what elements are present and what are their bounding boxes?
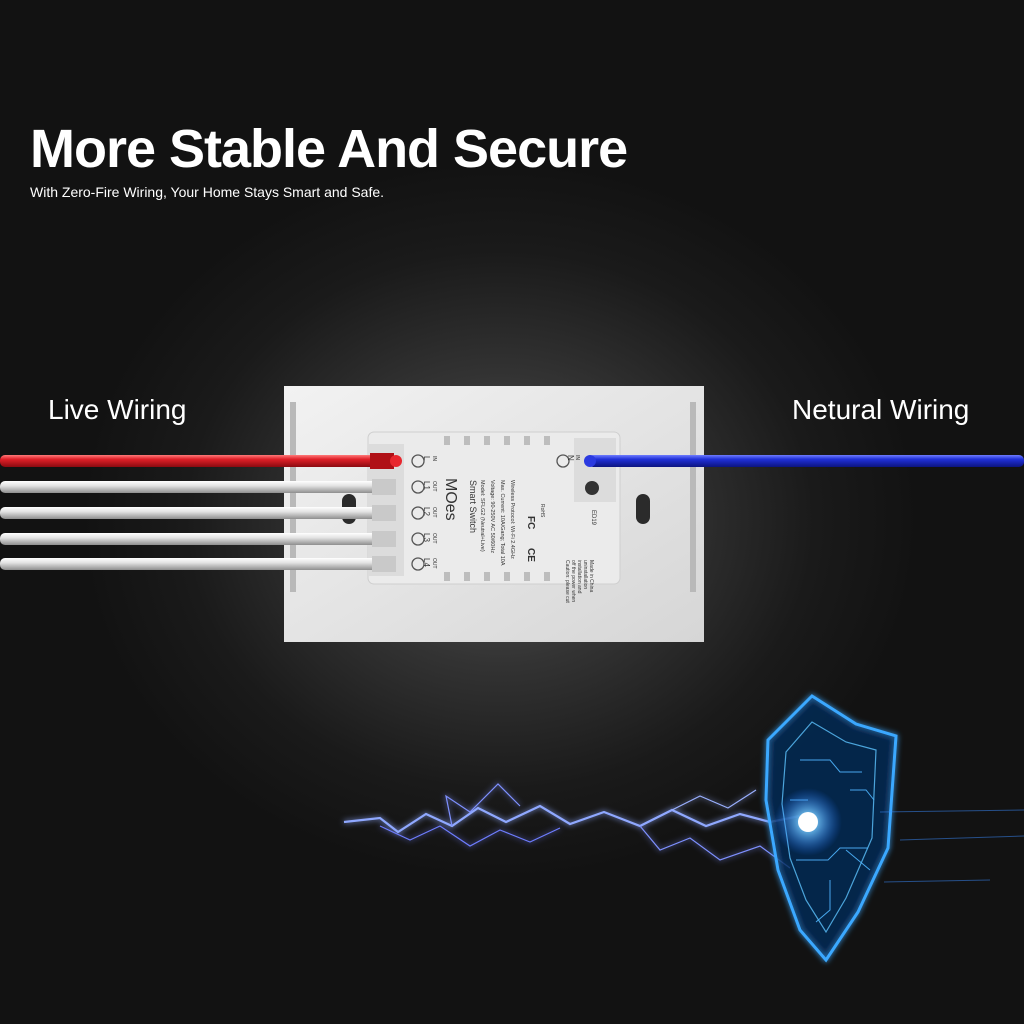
page-title: More Stable And Secure — [30, 119, 628, 179]
neutral-terminal-label: N — [566, 455, 575, 461]
page-subtitle: With Zero-Fire Wiring, Your Home Stays S… — [30, 184, 385, 200]
model-text: Model: SFLG2 (Neutral+Live) — [479, 480, 485, 552]
terminal-sub-l1: OUT — [431, 481, 437, 492]
caution-line-2: off the power when — [570, 560, 576, 602]
caution-line-1: Caution: please cut — [564, 560, 570, 603]
terminal-sub-l2: OUT — [431, 507, 437, 518]
caution-line-4: uninstallation — [582, 560, 588, 589]
live-wire — [0, 453, 402, 469]
caution-line-3: installation and — [576, 560, 582, 594]
terminal-label-l1: L1 — [422, 481, 431, 490]
shield-icon — [764, 694, 898, 963]
current-text: Max. Current: 10A/Gang; Total 10A — [499, 480, 505, 566]
terminal-sub-l4: OUT — [431, 558, 437, 569]
live-wiring-label: Live Wiring — [48, 394, 187, 425]
terminal-label-l2: L2 — [422, 507, 431, 516]
neutral-wire — [584, 455, 1024, 467]
caution-line-5: Made in China — [588, 560, 594, 592]
product-name: Smart Switch — [468, 480, 478, 533]
device-code: ED19 — [590, 510, 596, 526]
brand-logo-text: MOes — [442, 478, 459, 521]
rohs-mark: RoHS — [539, 504, 545, 518]
protocol-text: Wireless Protocol: Wi-Fi 2.4GHz — [509, 480, 515, 559]
voltage-text: Voltage: 90-250V AC 50/60Hz — [489, 480, 495, 553]
terminal-label-l3: L3 — [422, 533, 431, 542]
lightning-icon — [343, 783, 801, 869]
terminal-sub-l3: OUT — [431, 533, 437, 544]
ce-mark: CE — [525, 548, 536, 562]
neutral-terminal-sub: IN — [574, 455, 580, 460]
output-wires — [0, 479, 396, 572]
fcc-mark: FC — [525, 516, 536, 529]
data-streaks — [879, 809, 1024, 883]
terminal-screws — [411, 454, 570, 571]
terminal-sub-l: IN — [431, 456, 437, 461]
neutral-wiring-label: Netural Wiring — [792, 394, 970, 425]
terminal-label-l4: L4 — [422, 558, 431, 567]
terminal-label-l: L — [422, 456, 431, 461]
